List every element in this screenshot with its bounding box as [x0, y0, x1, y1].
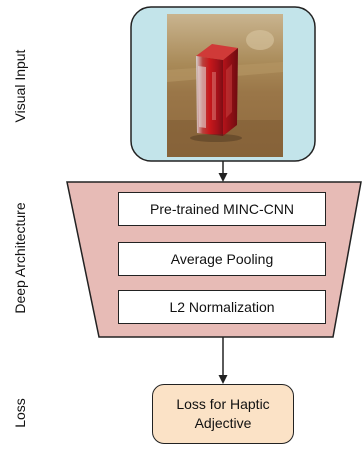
side-label-loss: Loss [12, 398, 28, 428]
layer-box-average-pooling: Average Pooling [118, 242, 326, 276]
arrow-head-loss [218, 375, 228, 384]
loss-box-line-2: Adjective [194, 415, 252, 431]
loss-box-line-1: Loss for Haptic [176, 396, 270, 412]
side-label-visual-input: Visual Input [12, 49, 28, 123]
layer-box-minc-cnn: Pre-trained MINC-CNN [118, 192, 326, 226]
arrow-head-input [218, 173, 228, 182]
layer-box-l2-normalization: L2 Normalization [118, 290, 326, 324]
visual-input-photo [167, 14, 283, 157]
side-label-deep-architecture: Deep Architecture [12, 202, 28, 314]
loss-box: Loss for Haptic Adjective [152, 384, 294, 444]
